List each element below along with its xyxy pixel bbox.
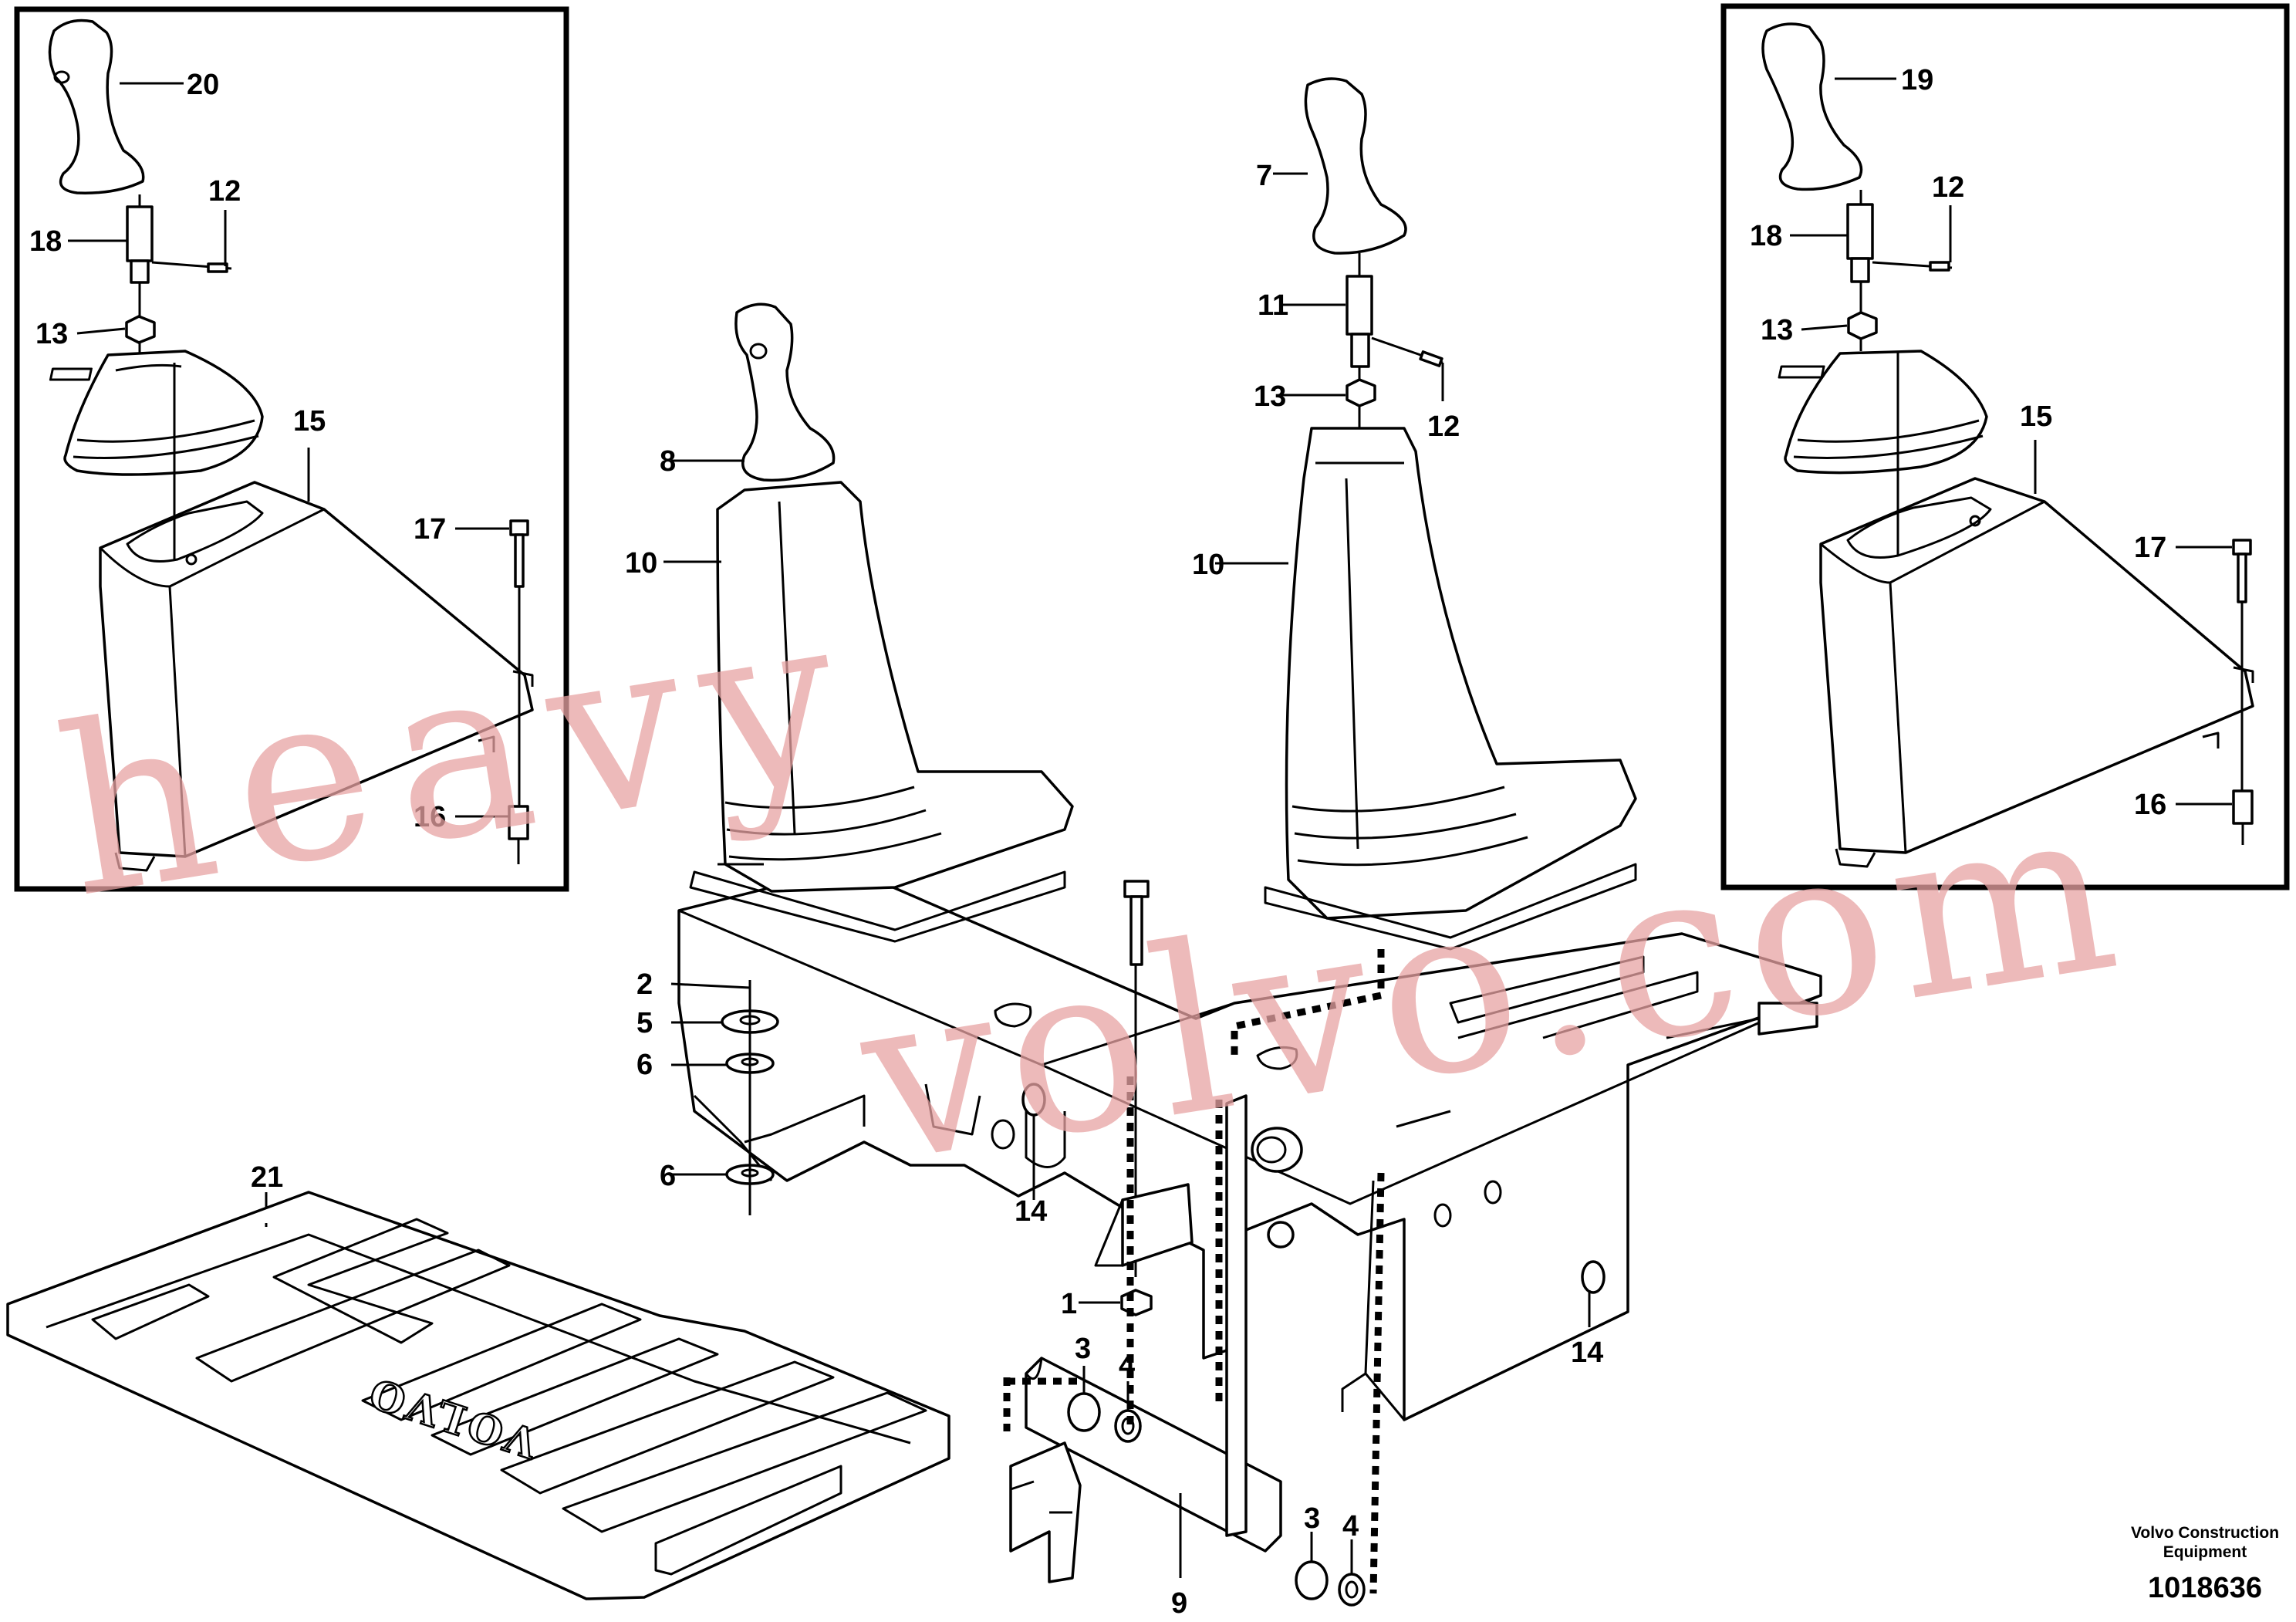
joystick-handle-right-inset: [1761, 22, 1863, 191]
retaining-ring-14-right: [1581, 1260, 1606, 1312]
inset-left: 20 12 18 13 15 17 16: [14, 6, 569, 892]
nut-1: [1120, 1289, 1153, 1316]
screw-left-inset: [509, 519, 529, 806]
joystick-handle-left-inset: [48, 19, 145, 194]
inset-right: 19 12 18 13 15 17 16: [1720, 3, 2290, 890]
callout-10: 10: [625, 547, 657, 580]
spacer-left-inset: [508, 805, 529, 864]
callout-9: 9: [1171, 1587, 1187, 1620]
screw-right-inset: [2232, 539, 2252, 791]
nut-right-inset: [1847, 311, 1878, 351]
callout-7: 7: [1256, 160, 1272, 192]
screw-center: [1123, 880, 1150, 1277]
callout-19: 19: [1901, 64, 1933, 96]
rubber-boot-right-inset: [1778, 350, 1988, 475]
washer-4-right: [1338, 1573, 1366, 1607]
part-number: 1018636: [2148, 1572, 2262, 1604]
callout-16: 16: [2134, 789, 2166, 821]
callout-8: 8: [660, 445, 676, 478]
rubber-boot-left-inset: [49, 350, 264, 476]
callout-6: 6: [660, 1160, 676, 1192]
rubber-boot-10-right: [1264, 427, 1637, 951]
callout-16: 16: [414, 801, 446, 833]
callout-21: 21: [251, 1161, 283, 1194]
joystick-handle-8: [734, 302, 836, 482]
callout-3: 3: [1304, 1502, 1320, 1535]
callout-18: 18: [29, 225, 62, 258]
bushing-3-right: [1295, 1560, 1329, 1600]
bushing-3-left: [1067, 1392, 1101, 1432]
callout-6: 6: [636, 1049, 653, 1081]
callout-13: 13: [1761, 314, 1793, 346]
callout-15: 15: [293, 405, 326, 438]
footer-company-line2: Equipment: [2163, 1543, 2247, 1561]
adapter-sleeve-right-inset: [1846, 190, 1953, 313]
callout-15: 15: [2020, 400, 2052, 433]
callout-12: 12: [1932, 171, 1964, 204]
callout-3: 3: [1075, 1333, 1091, 1365]
callout-14: 14: [1015, 1195, 1047, 1228]
washer-4-left: [1114, 1409, 1142, 1443]
adapter-sleeve-left-inset: [126, 194, 232, 316]
callout-1: 1: [1061, 1288, 1077, 1320]
callout-13: 13: [35, 318, 68, 350]
callout-12: 12: [208, 175, 241, 208]
callout-4: 4: [1119, 1350, 1135, 1382]
long-bolt: [1666, 1002, 1818, 1039]
callout-10: 10: [1192, 549, 1224, 581]
center-assembly: 8 10 7 11 13 12 10 2 5 6 6 14 14 1 3 4 3…: [265, 77, 1822, 1620]
flange-nut-center: [1267, 1221, 1295, 1249]
rubber-boot-10-left: [689, 481, 1074, 943]
callout-5: 5: [636, 1007, 653, 1039]
callout-17: 17: [414, 513, 446, 546]
footer-company-line1: Volvo Construction: [2131, 1524, 2279, 1542]
callout-20: 20: [187, 69, 219, 101]
adapter-sleeve-11: [1346, 253, 1443, 428]
bracket-small: [1094, 1183, 1194, 1267]
callout-17: 17: [2134, 532, 2166, 564]
callout-2: 2: [636, 968, 653, 1001]
callout-18: 18: [1750, 220, 1782, 252]
control-console-cover-left-inset: [99, 481, 534, 872]
spacer-right-inset: [2232, 789, 2254, 845]
callout-13: 13: [1254, 380, 1286, 413]
joystick-handle-7: [1304, 77, 1407, 255]
callout-4: 4: [1342, 1510, 1359, 1543]
floor-mat-21: VOLVO 21: [6, 1161, 950, 1600]
callout-11: 11: [1258, 289, 1288, 322]
footer: Volvo Construction Equipment 1018636: [2131, 1524, 2279, 1604]
callout-12: 12: [1427, 411, 1460, 443]
control-console-cover-right-inset: [1819, 477, 2254, 868]
callout-14: 14: [1571, 1336, 1603, 1369]
